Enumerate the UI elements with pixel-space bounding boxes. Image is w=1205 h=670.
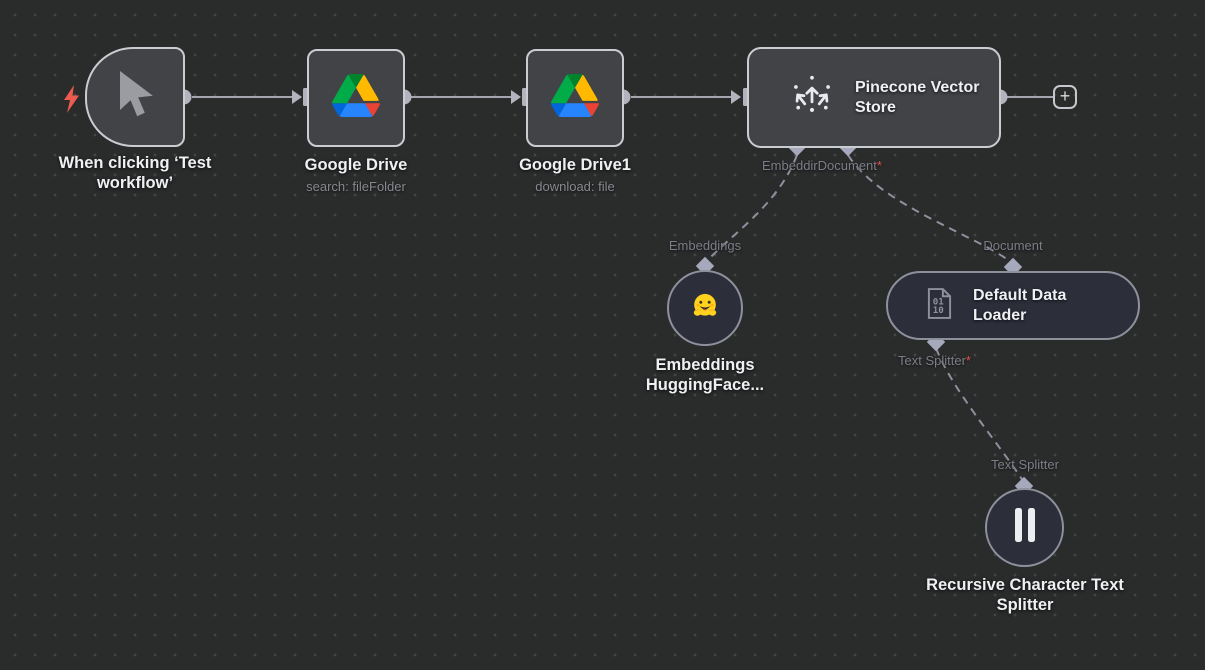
svg-text:01: 01 (933, 296, 945, 307)
pinecone-icon (789, 72, 835, 123)
port-label-pinecone-inputs: EmbeddirDocument* (762, 158, 882, 173)
arrowhead-icon (292, 90, 302, 104)
node-subtitle-google-drive1: download: file (535, 179, 615, 194)
hugging-face-emoji-icon (690, 291, 720, 326)
svg-text:10: 10 (933, 305, 944, 316)
node-recursive-character-text-splitter[interactable] (985, 488, 1064, 567)
node-when-clicking-test-workflow[interactable] (85, 47, 185, 147)
wire-pinecone-to-embeddings[interactable] (706, 154, 798, 262)
port-label-embeddings-input: Embeddings (668, 238, 742, 253)
port-label-loader-textsplitter: Text Splitter* (898, 353, 971, 368)
node-label-google-drive: Google Drive (304, 156, 408, 174)
node-embeddings-huggingface[interactable] (667, 270, 743, 346)
trigger-lightning-icon (63, 85, 81, 119)
node-pinecone-vector-store[interactable]: Pinecone Vector Store (747, 47, 1001, 148)
node-label-embeddings: Embeddings HuggingFace... (645, 356, 765, 395)
node-title-pinecone: Pinecone Vector Store (855, 78, 980, 116)
node-label-trigger: When clicking ‘Test workflow’ (58, 154, 212, 193)
wire-loader-to-splitter[interactable] (935, 347, 1024, 482)
node-google-drive[interactable] (307, 49, 405, 147)
pause-bars-icon (1012, 506, 1038, 549)
add-node-button[interactable]: + (1053, 85, 1077, 109)
arrowhead-icon (731, 90, 741, 104)
arrowhead-icon (511, 90, 521, 104)
node-title-loader: Default Data Loader (973, 286, 1067, 324)
port-label-splitter-input: Text Splitter (991, 457, 1059, 472)
required-marker: * (876, 158, 882, 173)
binary-document-icon: 01 10 (926, 287, 953, 325)
google-drive-icon (332, 74, 380, 122)
wire-pinecone-to-loader[interactable] (847, 154, 1012, 263)
node-google-drive1[interactable] (526, 49, 624, 147)
node-label-google-drive1: Google Drive1 (519, 156, 631, 174)
port-label-loader-input: Document (983, 238, 1043, 253)
node-label-splitter: Recursive Character Text Splitter (926, 576, 1124, 615)
node-default-data-loader[interactable]: 01 10 Default Data Loader (886, 271, 1140, 340)
cursor-icon (112, 69, 158, 126)
node-subtitle-google-drive: search: fileFolder (306, 179, 406, 194)
google-drive-icon (551, 74, 599, 122)
required-marker: * (965, 353, 971, 368)
